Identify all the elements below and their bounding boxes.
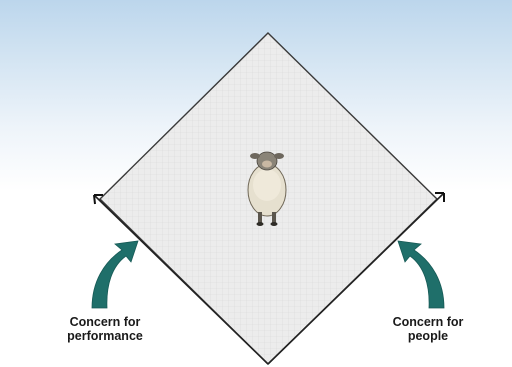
curved-arrow-right-icon: [397, 240, 445, 309]
performance-axis: [93, 194, 269, 365]
people-label-line-1: Concern for: [392, 315, 464, 329]
people-axis-arrowhead: [435, 192, 445, 202]
performance-axis-arrowhead: [93, 194, 103, 205]
people-axis-label: Concern for people: [383, 315, 473, 343]
performance-label-line-2: performance: [67, 329, 143, 343]
sheep-icon: [247, 151, 287, 226]
people-axis: [267, 192, 445, 365]
curved-arrow-left-icon: [91, 240, 139, 309]
people-label-line-2: people: [407, 329, 449, 343]
performance-axis-label: Concern for performance: [50, 315, 160, 343]
performance-label-line-1: Concern for: [69, 315, 141, 329]
